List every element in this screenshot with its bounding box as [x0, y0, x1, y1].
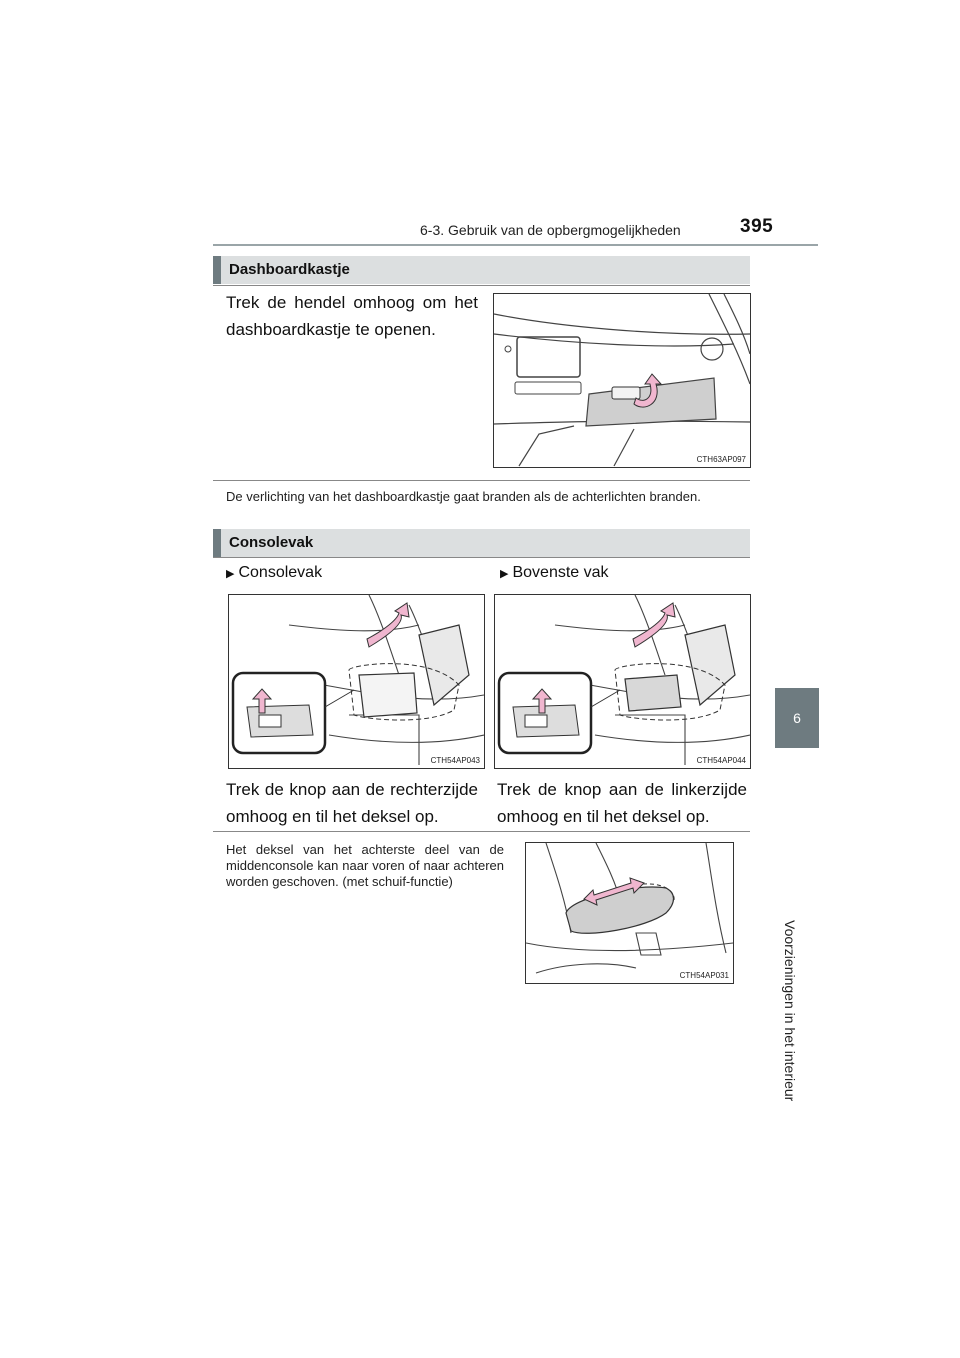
dashboard-light-note: De verlichting van het dashboardkastje g… — [226, 489, 701, 504]
section-rule — [213, 480, 750, 481]
triangle-bullet-icon: ▶ — [226, 568, 235, 580]
page-number: 395 — [740, 216, 774, 237]
glovebox-drawing — [494, 294, 750, 467]
dashboard-instruction: Trek de hendel omhoog om het dashboardka… — [226, 293, 478, 339]
figure-code: CTH54AP031 — [679, 971, 729, 980]
sliding-lid-illustration: CTH54AP031 — [525, 842, 734, 984]
figure-code: CTH54AP044 — [696, 756, 746, 765]
glovebox-illustration: CTH63AP097 — [493, 293, 751, 468]
header-rule — [213, 244, 818, 246]
figure-code: CTH63AP097 — [696, 455, 746, 464]
slide-function-note: Het deksel van het achterste deel van de… — [226, 842, 504, 889]
console-right-caption: Trek de knop aan de linkerzijde omhoog e… — [497, 780, 747, 826]
chapter-title: Voorzieningen in het interieur — [782, 920, 798, 1102]
bullet-label: Consolevak — [238, 564, 323, 581]
section-heading-dashboard: Dashboardkastje — [213, 256, 750, 284]
running-header-section: 6-3. Gebruik van de opbergmogelijkheden — [420, 222, 681, 238]
figure-code: CTH54AP043 — [430, 756, 480, 765]
bullet-label: Bovenste vak — [512, 564, 609, 581]
section-rule — [213, 831, 750, 832]
section-heading-console: Consolevak — [213, 529, 750, 557]
section-rule — [213, 557, 750, 558]
console-box-illustration: CTH54AP043 — [228, 594, 485, 769]
bullet-consolevak: ▶Consolevak — [226, 564, 322, 582]
console-left-caption: Trek de knop aan de rechterzijde omhoog … — [226, 780, 478, 826]
chapter-tab: 6 — [775, 688, 819, 748]
bullet-bovenste-vak: ▶Bovenste vak — [500, 564, 609, 582]
upper-box-illustration: CTH54AP044 — [494, 594, 751, 769]
console-box-drawing — [231, 595, 484, 765]
triangle-bullet-icon: ▶ — [500, 568, 509, 580]
section-rule — [213, 285, 750, 286]
sliding-lid-drawing — [526, 843, 733, 974]
upper-box-drawing — [497, 595, 750, 765]
